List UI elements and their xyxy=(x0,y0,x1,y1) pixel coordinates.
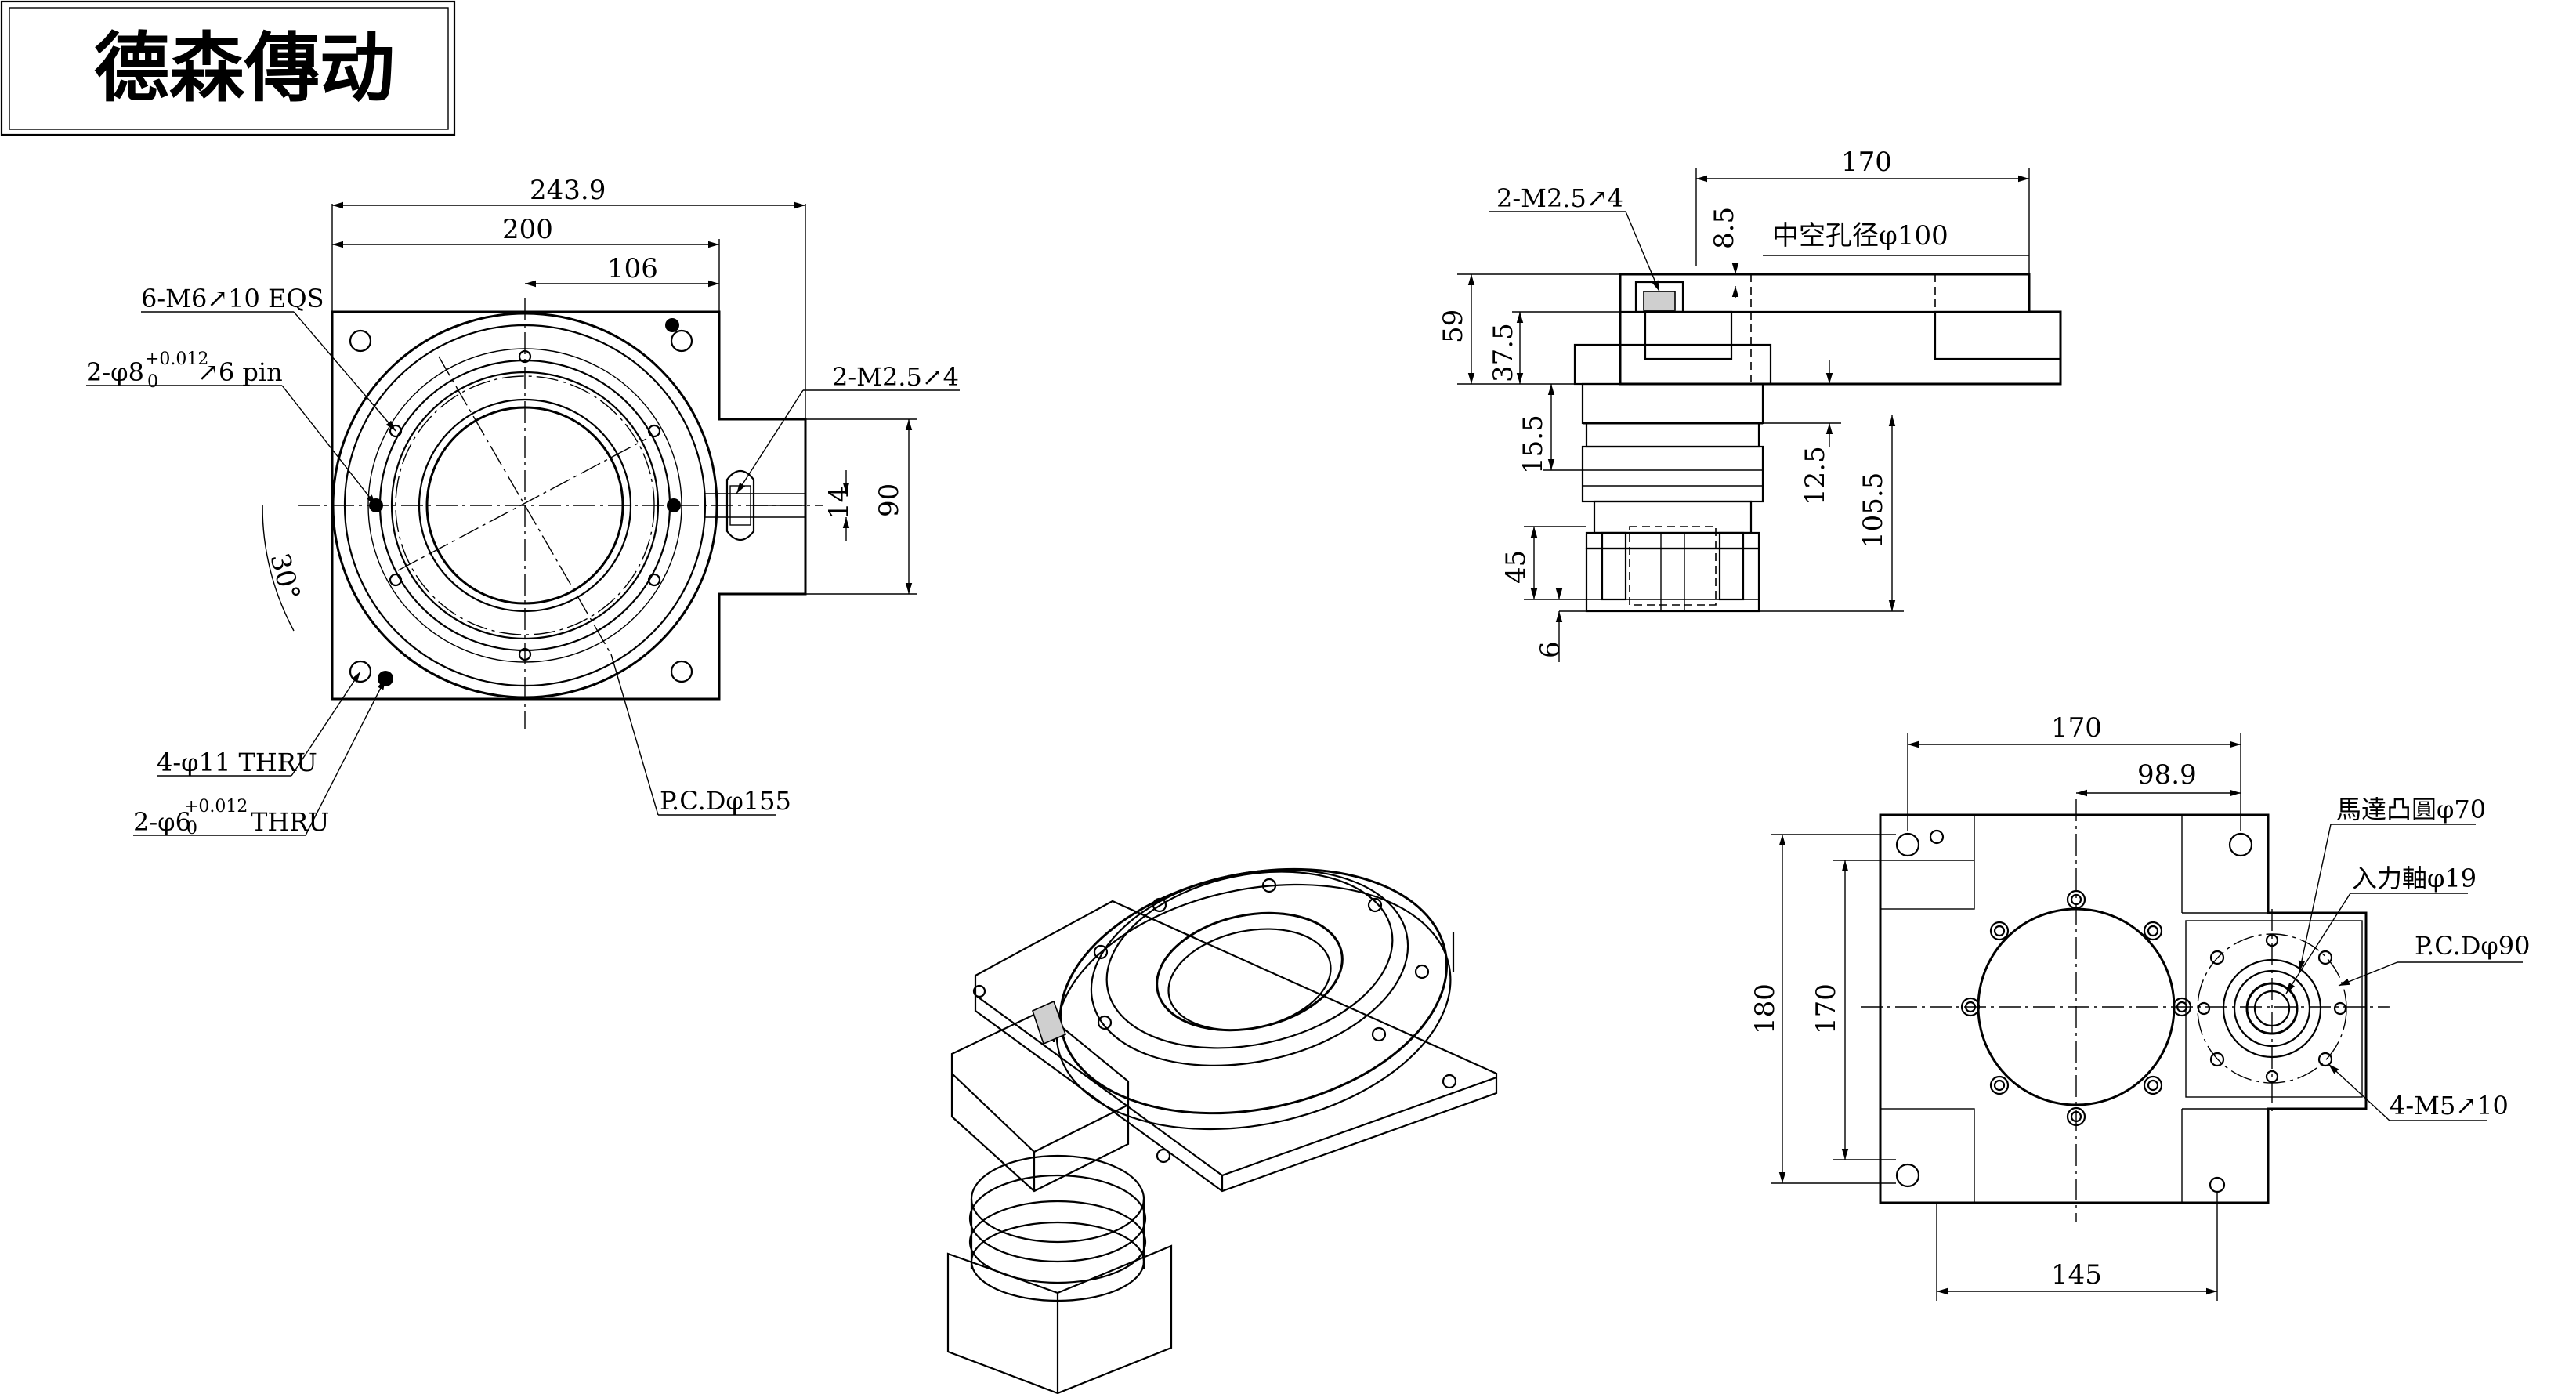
callout-pin-tol-upper: +0.012 xyxy=(145,349,208,369)
callout-motor-pcd: P.C.Dφ90 xyxy=(2415,931,2531,961)
callout-pin-tol-lower: 0 xyxy=(147,372,158,392)
top-view: 243.9 200 106 90 14 6-M6↗10 EQS 2-φ8 +0.… xyxy=(86,175,960,838)
callout-angle: 30° xyxy=(263,550,306,604)
callout-pin-prefix: 2-φ8 xyxy=(86,357,144,387)
callout-side-tapped-side: 2-M2.5↗4 xyxy=(1496,183,1623,213)
dim-ring-height: 15.5 xyxy=(1518,415,1549,474)
isometric-view xyxy=(946,867,1498,1394)
dim-center-to-edge: 106 xyxy=(607,253,658,284)
bottom-view: 170 98.9 180 170 145 馬達凸圓φ70 入力軸φ19 P.C.… xyxy=(1749,712,2531,1301)
callout-side-tapped-top: 2-M2.5↗4 xyxy=(832,362,959,392)
dim-bottom-height-outer: 180 xyxy=(1749,983,1781,1034)
dim-hollow-bore: 中空孔径φ100 xyxy=(1772,220,1948,252)
callout-dowel-tol-lower: 0 xyxy=(186,819,197,838)
callout-dowel-prefix: 2-φ6 xyxy=(133,807,191,837)
dim-total-height: 59 xyxy=(1438,310,1469,343)
dim-overall-width: 243.9 xyxy=(530,175,606,206)
dim-shaft-offset: 12.5 xyxy=(1800,446,1831,505)
dim-bottom-offset: 98.9 xyxy=(2137,759,2197,791)
callout-thru-holes: 4-φ11 THRU xyxy=(157,748,317,777)
brand-title: 德森傳动 xyxy=(94,24,395,112)
dim-body-height: 37.5 xyxy=(1488,323,1519,382)
side-view: 170 8.5 中空孔径φ100 2-M2.5↗4 59 37.5 15.5 1… xyxy=(1438,147,2062,662)
dim-flange-width: 200 xyxy=(502,214,553,245)
callout-dowel-tol-upper: +0.012 xyxy=(184,797,248,816)
dim-base-thk: 6 xyxy=(1535,641,1566,658)
dim-bottom-height-inner: 170 xyxy=(1811,983,1842,1034)
dim-bottom-width: 170 xyxy=(2051,712,2102,744)
dim-motor-h: 45 xyxy=(1500,550,1532,584)
callout-dowel-suffix: THRU xyxy=(251,807,329,837)
dim-slot-width: 14 xyxy=(823,486,855,520)
callout-input-shaft: 入力軸φ19 xyxy=(2352,864,2477,893)
callout-pin-suffix: ↗6 pin xyxy=(197,357,283,387)
dim-motor-boss-height: 90 xyxy=(874,483,905,517)
dim-bottom-width-lower: 145 xyxy=(2051,1259,2102,1291)
title-block: 德森傳动 xyxy=(0,0,456,136)
callout-pcd-155: P.C.Dφ155 xyxy=(660,786,791,816)
dim-flange-thk: 8.5 xyxy=(1709,207,1740,249)
callout-motor-taps: 4-M5↗10 xyxy=(2390,1091,2509,1121)
dim-motor-length: 105.5 xyxy=(1858,473,1889,549)
callout-motor-pilot: 馬達凸圓φ70 xyxy=(2336,795,2486,824)
dim-side-top-width: 170 xyxy=(1841,147,1892,178)
callout-tapped-holes: 6-M6↗10 EQS xyxy=(141,284,324,313)
